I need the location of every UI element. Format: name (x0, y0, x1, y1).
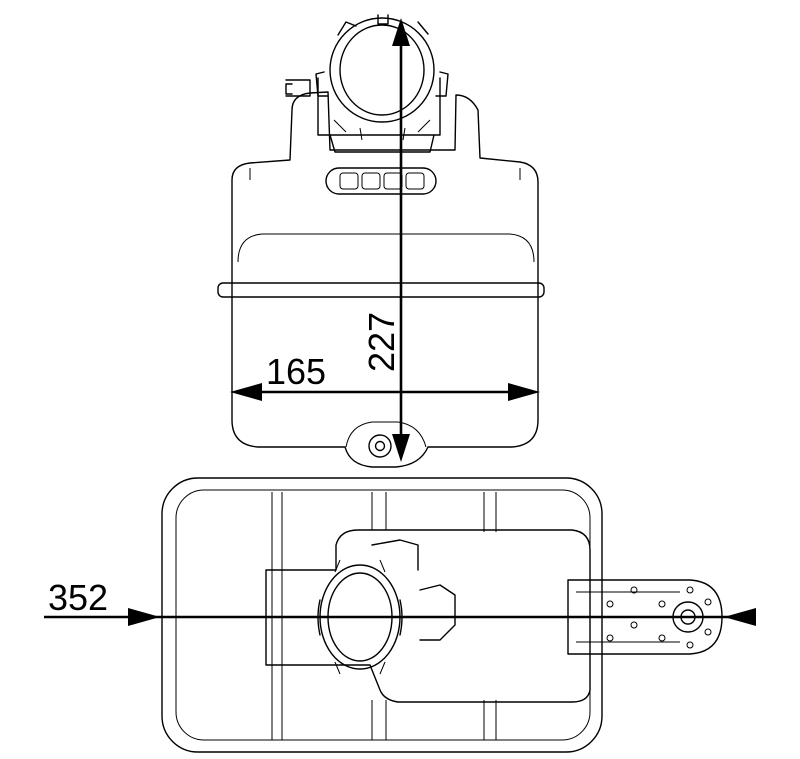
bottom-port-outer (368, 434, 392, 458)
dimension-width: 165 (230, 351, 540, 401)
dimension-length: 352 (44, 577, 756, 626)
dimension-height: 227 (361, 18, 410, 462)
arrow-right-icon (508, 383, 540, 401)
arrow-up-icon (392, 18, 410, 46)
arrow-right-icon (128, 608, 160, 626)
arrow-down-icon (392, 434, 410, 462)
upper-contour (237, 233, 535, 263)
side-view (217, 14, 545, 468)
seam-band (217, 282, 545, 298)
side-nozzle (285, 79, 311, 97)
top-view (161, 477, 723, 753)
dimension-height-label: 227 (361, 312, 402, 372)
shoulder-line (249, 168, 521, 180)
bottom-port-inner (374, 440, 386, 452)
arrow-left-icon (230, 383, 262, 401)
filler-neck-top (317, 539, 456, 675)
dimension-width-label: 165 (266, 351, 326, 392)
level-window-cell-3 (383, 172, 403, 190)
tank-top-outline (161, 477, 603, 753)
dimension-length-label: 352 (48, 577, 108, 618)
raised-platform (265, 529, 591, 703)
bottom-slot-outline (345, 421, 427, 448)
level-window (325, 167, 437, 195)
level-window-cell-4 (405, 172, 425, 190)
filler-cap (315, 14, 449, 153)
level-window-cell-2 (361, 172, 381, 190)
tank-body-outline (231, 91, 539, 468)
arrow-left-icon (724, 608, 756, 626)
level-window-cell-1 (339, 172, 359, 190)
